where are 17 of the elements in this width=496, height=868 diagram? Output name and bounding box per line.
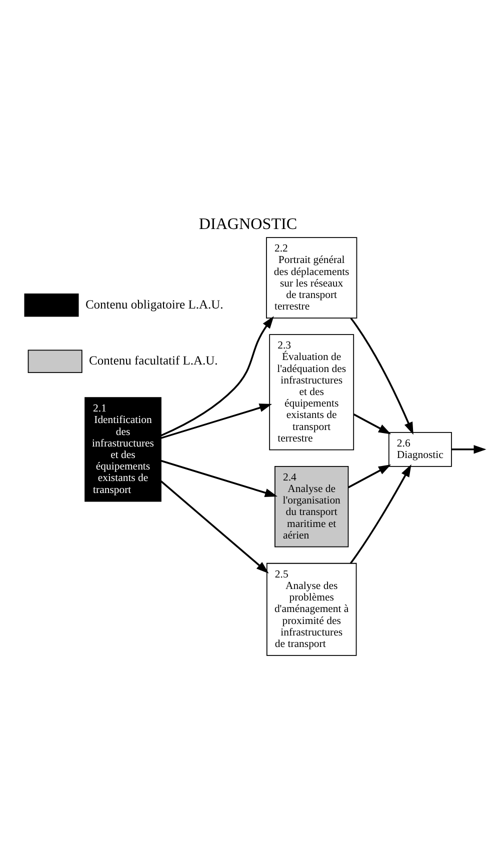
arrow bbox=[350, 318, 414, 435]
node-box: 2.6 Diagnostic bbox=[388, 432, 452, 467]
arrow bbox=[348, 464, 392, 488]
arrow bbox=[350, 464, 412, 564]
arrow bbox=[353, 414, 392, 434]
node-box: 2.3 Évaluation de l'adéquation des infrastructures et des équipements existants de transport terrestre bbox=[269, 334, 354, 450]
node-box: 2.1 Identification des infrastructures et des équipements existants de transport bbox=[84, 397, 162, 502]
node-box: 2.5 Analyse des problèmes d'aménagement à proximité des infrastructures de transport bbox=[266, 562, 357, 656]
arrow bbox=[160, 404, 272, 439]
diagram-title: DIAGNOSTIC bbox=[198, 216, 298, 234]
node-box: 2.2 Portrait général des déplacements sur les réseaux de transport terrestre bbox=[266, 237, 358, 318]
arrow bbox=[160, 460, 278, 497]
node-box: 2.4 Analyse de l'organisation du transport maritime et aérien bbox=[274, 466, 349, 548]
arrow bbox=[160, 480, 269, 574]
legend-label: Contenu obligatoire L.A.U. bbox=[85, 297, 224, 312]
legend-label: Contenu facultatif L.A.U. bbox=[89, 354, 218, 368]
arrow bbox=[160, 316, 274, 436]
